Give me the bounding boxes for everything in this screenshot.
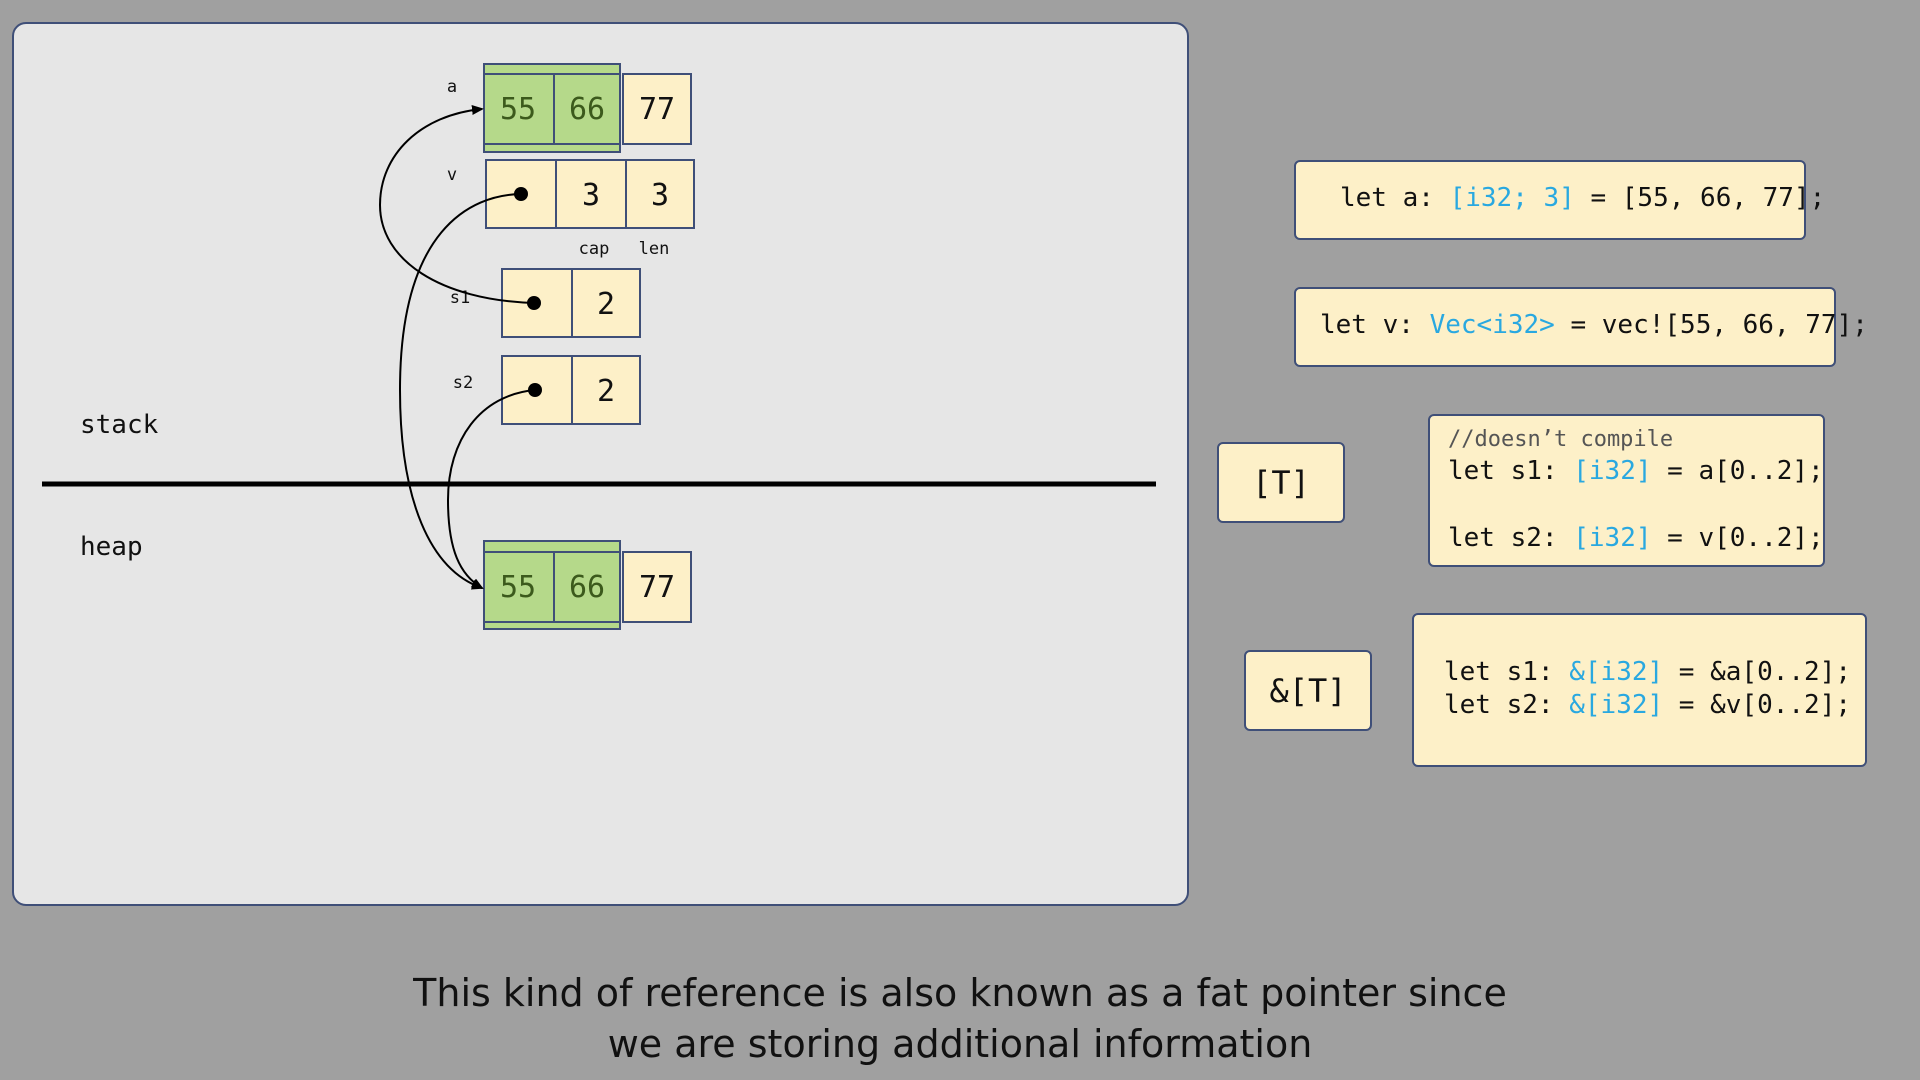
arrow-s2-to-heap xyxy=(446,389,536,590)
arrow-s1-to-a xyxy=(378,104,535,304)
label-v: v xyxy=(447,165,457,185)
heap-value-1: 66 xyxy=(569,570,605,605)
s1-len-value: 2 xyxy=(597,287,615,322)
a-value-2: 77 xyxy=(639,92,675,127)
label-len: len xyxy=(639,239,670,259)
label-s2: s2 xyxy=(453,373,473,393)
v-cap-cell xyxy=(555,159,627,229)
caption-line-2: we are storing additional information xyxy=(607,1022,1313,1067)
caption-line-1: This kind of reference is also known as … xyxy=(413,971,1507,1015)
heap-cell-1 xyxy=(553,551,621,623)
v-len-cell xyxy=(625,159,695,229)
a-value-1: 66 xyxy=(569,92,605,127)
code-array-a: let a: [i32; 3] = [55, 66, 77]; xyxy=(1294,160,1825,240)
heap-value-2: 77 xyxy=(639,570,675,605)
heap-cell-2 xyxy=(622,551,692,623)
s2-len-value: 2 xyxy=(597,374,615,409)
s1-len-cell xyxy=(571,268,641,338)
heap-value-0: 55 xyxy=(500,570,536,605)
type-ref-slice: &[T] xyxy=(1244,650,1372,731)
v-len-value: 3 xyxy=(651,178,669,213)
arrow-v-to-heap xyxy=(398,193,522,590)
code-vec-v: let v: Vec<i32> = vec![55, 66, 77]; xyxy=(1294,287,1868,367)
a-cell-2 xyxy=(622,73,692,145)
v-cap-value: 3 xyxy=(582,178,600,213)
label-a: a xyxy=(447,77,457,97)
heap-label: heap xyxy=(80,532,143,562)
s2-len-cell xyxy=(571,355,641,425)
caption: This kind of reference is also known as … xyxy=(260,968,1660,1071)
label-cap: cap xyxy=(579,239,610,259)
code-slice-ref: let s1: &[i32] = &a[0..2];let s2: &[i32]… xyxy=(1412,613,1867,767)
a-value-0: 55 xyxy=(500,92,536,127)
stack-label: stack xyxy=(80,410,159,440)
a-cell-1 xyxy=(553,73,621,145)
type-slice: [T] xyxy=(1217,442,1345,523)
